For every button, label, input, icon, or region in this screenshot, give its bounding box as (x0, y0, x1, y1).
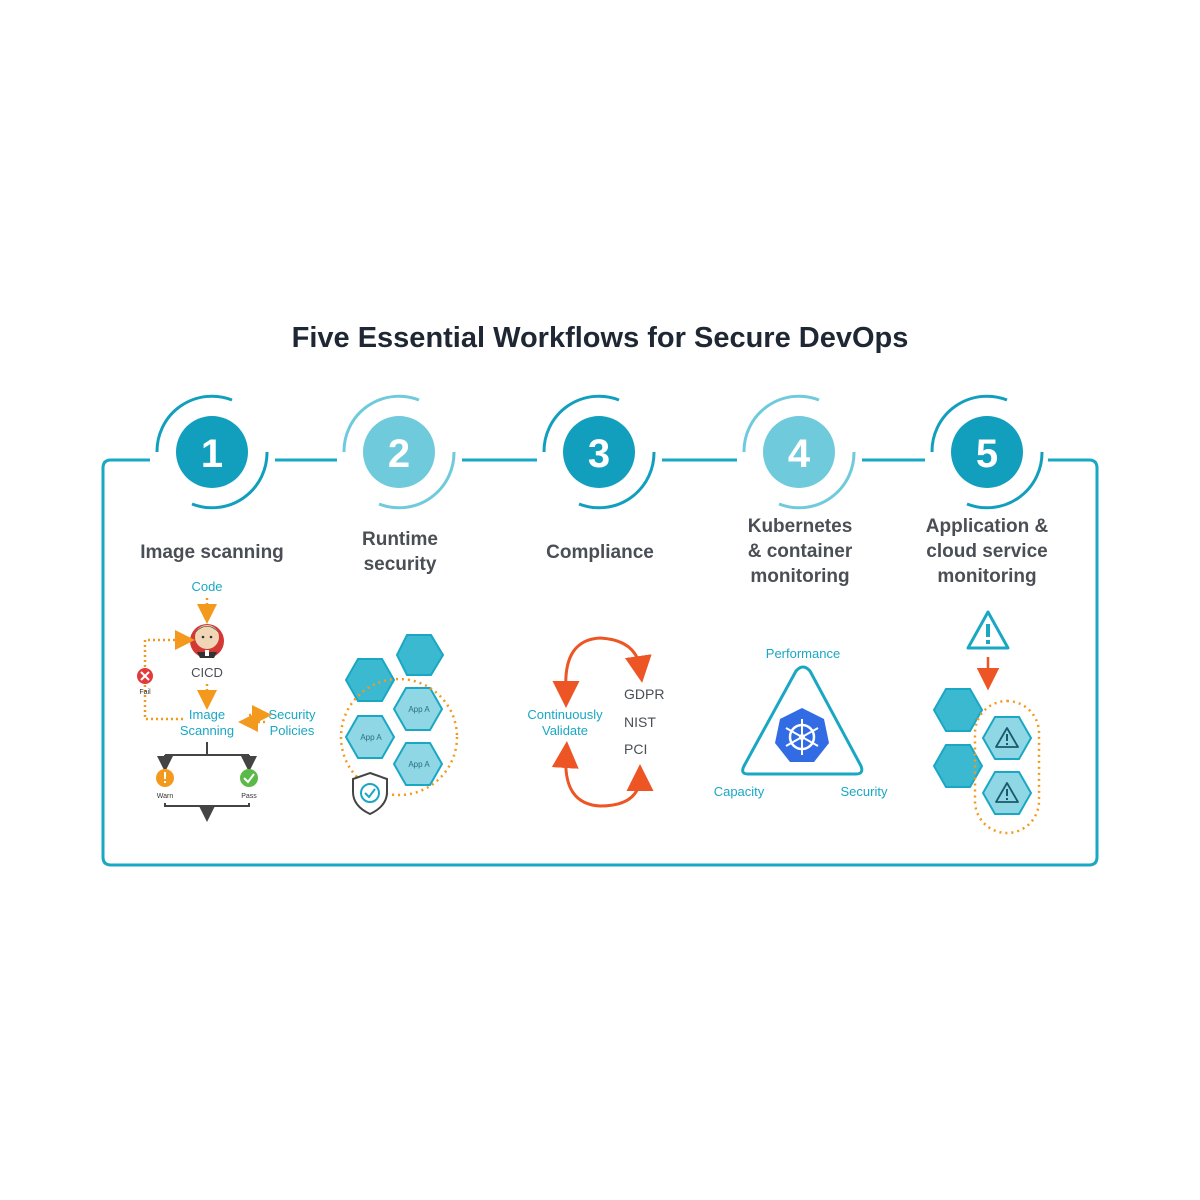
shield-check-icon (352, 771, 388, 816)
app-label: App A (408, 705, 430, 714)
step-4-badge: 4 (742, 394, 856, 510)
image-scanning-flow: Code CICD Fail Image Scanning (137, 579, 316, 822)
step-5-label-line: monitoring (937, 566, 1037, 587)
continuously-validate-line: Continuously (527, 707, 603, 722)
k8s-triangle: Performance Capacity Security (714, 646, 888, 799)
security-label: Security (841, 784, 888, 799)
performance-label: Performance (766, 646, 840, 661)
step-3-number: 3 (588, 432, 610, 476)
hexagon (932, 744, 984, 788)
step-1-number: 1 (201, 432, 223, 476)
step-3-label: Compliance (500, 540, 700, 565)
image-scanning-label-line: Image (189, 707, 225, 722)
step-5-number: 5 (976, 432, 998, 476)
runtime-security-cluster: App A App A App A (339, 634, 459, 816)
hexagon (392, 742, 444, 786)
step-3-badge: 3 (542, 394, 656, 510)
continuously-validate-line: Validate (542, 723, 588, 738)
hexagon (392, 687, 444, 731)
hexagon (932, 688, 984, 732)
step-2-number: 2 (388, 432, 410, 476)
step-4-label: Kubernetes & container monitoring (700, 514, 900, 589)
step-4-label-line: monitoring (750, 566, 850, 587)
fail-icon (137, 668, 153, 684)
cycle-arrow-bottom (551, 741, 642, 808)
step-5-label-line: cloud service (926, 541, 1048, 562)
step-2-label-line: security (363, 554, 437, 575)
standard-gdpr: GDPR (624, 686, 664, 702)
step-4-number: 4 (788, 432, 811, 476)
app-monitoring (932, 610, 1041, 835)
image-scanning-label-line: Scanning (180, 723, 234, 738)
hexagon (395, 634, 445, 676)
jenkins-butler-icon (190, 624, 224, 658)
kubernetes-helm-icon (775, 708, 829, 762)
step-5-label: Application & cloud service monitoring (887, 514, 1087, 589)
standard-pci: PCI (624, 741, 647, 757)
step-5-label-line: Application & (925, 516, 1049, 537)
step-4-label-line: & container (747, 541, 853, 562)
cicd-label: CICD (191, 665, 223, 680)
hexagon (344, 715, 396, 759)
boundary-ring (339, 677, 459, 797)
page-title: Five Essential Workflows for Secure DevO… (291, 322, 909, 354)
warn-label: Warn (157, 793, 174, 800)
fail-label: Fail (139, 689, 151, 696)
pass-label: Pass (241, 793, 257, 800)
standard-nist: NIST (624, 714, 656, 730)
hexagon (344, 658, 396, 702)
warning-triangle-icon (995, 782, 1019, 803)
step-3-label-line: Compliance (546, 542, 654, 563)
boundary-ring (973, 699, 1041, 835)
step-1-label: Image scanning (112, 540, 312, 565)
step-1-badge: 1 (155, 394, 269, 510)
step-2-label: Runtime security (300, 527, 500, 577)
step-4-label-line: Kubernetes (747, 516, 853, 537)
app-label: App A (360, 733, 382, 742)
security-policies-line: Policies (270, 723, 315, 738)
pass-icon (240, 769, 258, 787)
app-label: App A (408, 760, 430, 769)
frame (101, 458, 1099, 867)
code-label: Code (191, 579, 222, 594)
cycle-arrow-top (564, 636, 652, 691)
warning-triangle-icon (995, 727, 1019, 748)
step-5-badge: 5 (930, 394, 1044, 510)
step-2-badge: 2 (342, 394, 456, 510)
security-policies-line: Security (269, 707, 316, 722)
warn-icon (156, 769, 174, 787)
capacity-label: Capacity (714, 784, 765, 799)
warning-triangle-icon (966, 610, 1010, 650)
step-2-label-line: Runtime (362, 529, 438, 550)
step-1-label-line: Image scanning (140, 542, 284, 563)
compliance-cycle: Continuously Validate GDPR NIST PCI (527, 636, 664, 808)
